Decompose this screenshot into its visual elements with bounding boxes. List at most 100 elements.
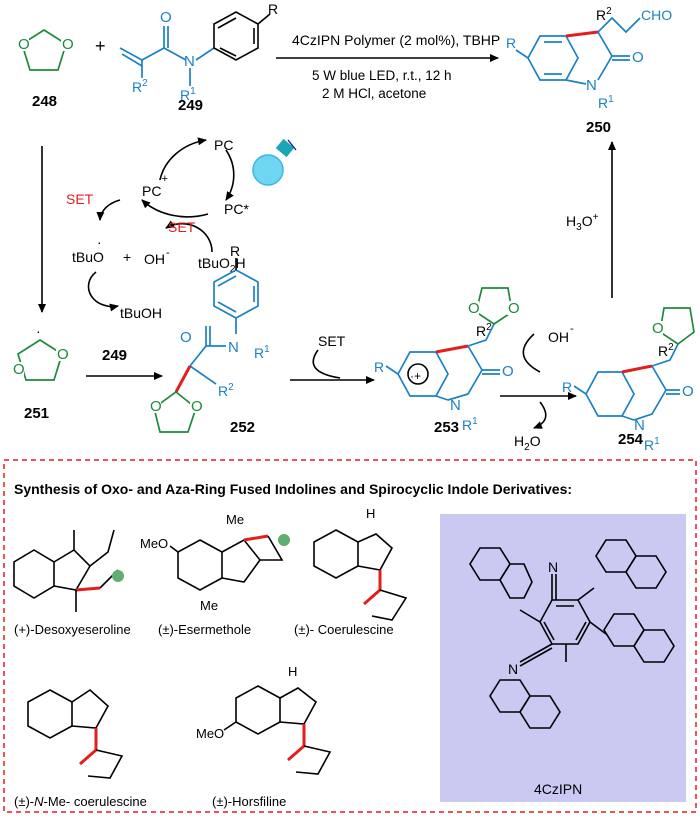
compound-250-structure: R N O R2 CHO R1 <box>506 6 672 111</box>
compound-label-251: 251 <box>24 405 49 422</box>
compound-label-249: 249 <box>178 97 203 114</box>
set-label-3: SET <box>318 333 346 349</box>
catalyst-panel <box>440 514 686 802</box>
atom-n: N <box>634 417 645 434</box>
atom-o: O <box>57 346 69 363</box>
coerulescine-structure: H <box>313 506 408 621</box>
pc-label: PC <box>214 137 233 153</box>
atom-n: N <box>586 77 597 94</box>
pc-excited-label: PC* <box>224 201 249 217</box>
atom-o: O <box>468 300 480 317</box>
cycle-arrow-1 <box>159 137 207 181</box>
atom-o: O <box>62 36 74 53</box>
r-label: R <box>506 35 516 51</box>
h3o-plus-label: H3O+ <box>566 212 599 233</box>
atom-o: O <box>180 329 192 346</box>
r1-label: R1 <box>254 344 270 361</box>
atom-n: N <box>184 53 195 70</box>
methoxy-label: MeO <box>196 726 224 741</box>
conditions-top: 4CzIPN Polymer (2 mol%), TBHP <box>292 32 500 48</box>
atom-o: O <box>191 398 203 415</box>
r-label: R <box>562 379 572 395</box>
atom-o: O <box>13 361 25 378</box>
r1-label: R1 <box>598 94 614 111</box>
radical-dot: · <box>36 323 41 339</box>
desoxyeseroline-label: (+)-Desoxyeseroline <box>14 622 131 637</box>
compound-249-structure: O N R2 R1 R <box>119 1 278 103</box>
atom-o: O <box>18 36 30 53</box>
r-label: R <box>268 1 278 17</box>
methoxy-label: MeO <box>140 536 168 551</box>
set-arrow-tbuo2h <box>165 220 213 253</box>
catalyst-name: 4CzIPN <box>534 781 582 797</box>
radical-cation-mark: ·+ <box>158 173 168 185</box>
esermethole-label: (±)-Esermethole <box>158 622 251 637</box>
compound-label-248: 248 <box>32 93 57 110</box>
minus-mark: - <box>570 323 574 335</box>
compound-label-252: 252 <box>230 419 255 436</box>
r2-label: R2 <box>132 78 148 95</box>
tbuoh-label: tBuOH <box>120 305 162 321</box>
water-curved-arrow <box>533 401 547 429</box>
conditions-bottom-2: 2 M HCl, acetone <box>322 86 426 101</box>
plus-sign: + <box>95 36 106 56</box>
r1-label: R1 <box>644 436 660 453</box>
set-label-1: SET <box>66 191 94 207</box>
r1-label: R1 <box>462 416 478 433</box>
atom-n: N <box>228 339 239 356</box>
n-me-coerulescine-structure <box>27 688 124 779</box>
n-me-coerulescine-label: (±)-N-Me- coerulescine <box>14 794 147 809</box>
tbuo-radical-label: tBuO <box>72 249 104 265</box>
atom-h: H <box>366 506 375 521</box>
atom-h: H <box>288 664 297 679</box>
desoxyeseroline-structure <box>13 529 124 612</box>
cycle-arrow-3 <box>141 199 209 218</box>
compound-252-structure: R N R1 O R2 O O <box>149 243 270 433</box>
atom-o: O <box>150 398 162 415</box>
water-label: H2O <box>514 433 541 453</box>
catalyst-structure: N N <box>469 539 675 729</box>
methyl-label: Me <box>200 598 218 613</box>
esermethole-structure: MeO Me Me <box>140 512 290 613</box>
compound-248-structure: O O <box>17 28 74 71</box>
atom-n: N <box>450 397 461 414</box>
atom-o: O <box>682 383 694 400</box>
cycle-arrow-2 <box>225 149 235 201</box>
atom-o: O <box>652 320 664 337</box>
atom-o: O <box>502 363 514 380</box>
methyl-label: Me <box>226 512 244 527</box>
r2-label: R2 <box>476 322 492 339</box>
natural-products-box <box>3 459 697 813</box>
compound-253-structure: O N R1 R ·+ R2 O O <box>374 287 520 433</box>
hydroxide-label: OH <box>144 251 165 267</box>
conditions-bottom-1: 5 W blue LED, r.t., 12 h <box>312 68 452 83</box>
r-label: R <box>230 243 240 259</box>
r2-label: R2 <box>218 382 234 399</box>
arrow-tbuoh <box>87 271 119 312</box>
reagent-249-label: 249 <box>102 347 127 364</box>
hydroxide-label-2: OH <box>548 329 569 345</box>
set-curved-arrow <box>312 349 341 379</box>
nitrile-n: N <box>548 559 558 575</box>
light-bulb-icon <box>252 138 297 186</box>
set-arrow-tbuo <box>96 199 121 221</box>
atom-o: O <box>632 49 644 66</box>
horsfiline-structure: MeO H <box>196 664 332 775</box>
box-title: Synthesis of Oxo- and Aza-Ring Fused Ind… <box>14 481 572 497</box>
radical-dot: · <box>97 234 102 250</box>
atom-o: O <box>508 300 520 317</box>
compound-label-250: 250 <box>586 119 611 136</box>
nitrile-n: N <box>508 661 518 677</box>
minus-mark: - <box>166 247 170 259</box>
aldehyde-label: CHO <box>641 7 672 23</box>
atom-o: O <box>160 9 172 26</box>
coerulescine-label: (±)- Coerulescine <box>294 622 394 637</box>
compound-label-254: 254 <box>618 431 644 448</box>
hydroxide-curved-arrow <box>522 333 541 373</box>
pc-radical-cation-label: PC <box>142 183 161 199</box>
horsfiline-label: (±)-Horsfiline <box>212 794 286 809</box>
r-label: R <box>374 359 384 375</box>
radical-cation-mark: ·+ <box>410 369 421 383</box>
